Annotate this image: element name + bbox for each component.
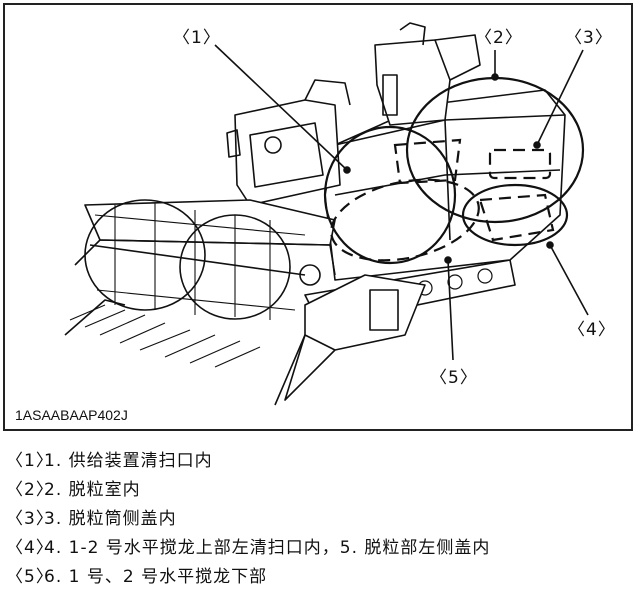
callout-4-label: 〈4〉 (568, 320, 616, 340)
legend-list: 〈1〉1. 供给装置清扫口内 〈2〉2. 脱粒室内 〈3〉3. 脱粒筒侧盖内 〈… (6, 447, 490, 592)
legend-number: 〈1〉 (6, 451, 54, 471)
legend-number: 〈3〉 (6, 509, 54, 529)
legend-number: 〈4〉 (6, 538, 54, 558)
legend-text: 1. 供给装置清扫口内 (44, 451, 213, 471)
figure-code: 1ASAABAAP402J (15, 407, 128, 423)
legend-item-1: 〈1〉1. 供给装置清扫口内 (6, 447, 490, 476)
legend-item-4: 〈4〉4. 1-2 号水平搅龙上部左清扫口内，5. 脱粒部左侧盖内 (6, 534, 490, 563)
legend-item-2: 〈2〉2. 脱粒室内 (6, 476, 490, 505)
legend-text: 3. 脱粒筒侧盖内 (44, 509, 177, 529)
legend-text: 6. 1 号、2 号水平搅龙下部 (44, 567, 268, 587)
callout-3-label: 〈3〉 (565, 28, 613, 48)
legend-text: 4. 1-2 号水平搅龙上部左清扫口内，5. 脱粒部左侧盖内 (44, 538, 491, 558)
callout-2-label: 〈2〉 (475, 28, 523, 48)
combine-harvester-figure: 〈1〉 〈2〉 〈3〉 〈4〉 〈5〉 1ASAABAAP402J (3, 3, 633, 431)
combine-harvester-illustration (64, 22, 589, 406)
callout-1-label: 〈1〉 (173, 28, 221, 48)
legend-item-3: 〈3〉3. 脱粒筒侧盖内 (6, 505, 490, 534)
legend-number: 〈5〉 (6, 567, 54, 587)
legend-number: 〈2〉 (6, 480, 54, 500)
legend-item-5: 〈5〉6. 1 号、2 号水平搅龙下部 (6, 563, 490, 592)
legend-text: 2. 脱粒室内 (44, 480, 141, 500)
callout-5-label: 〈5〉 (430, 368, 478, 388)
